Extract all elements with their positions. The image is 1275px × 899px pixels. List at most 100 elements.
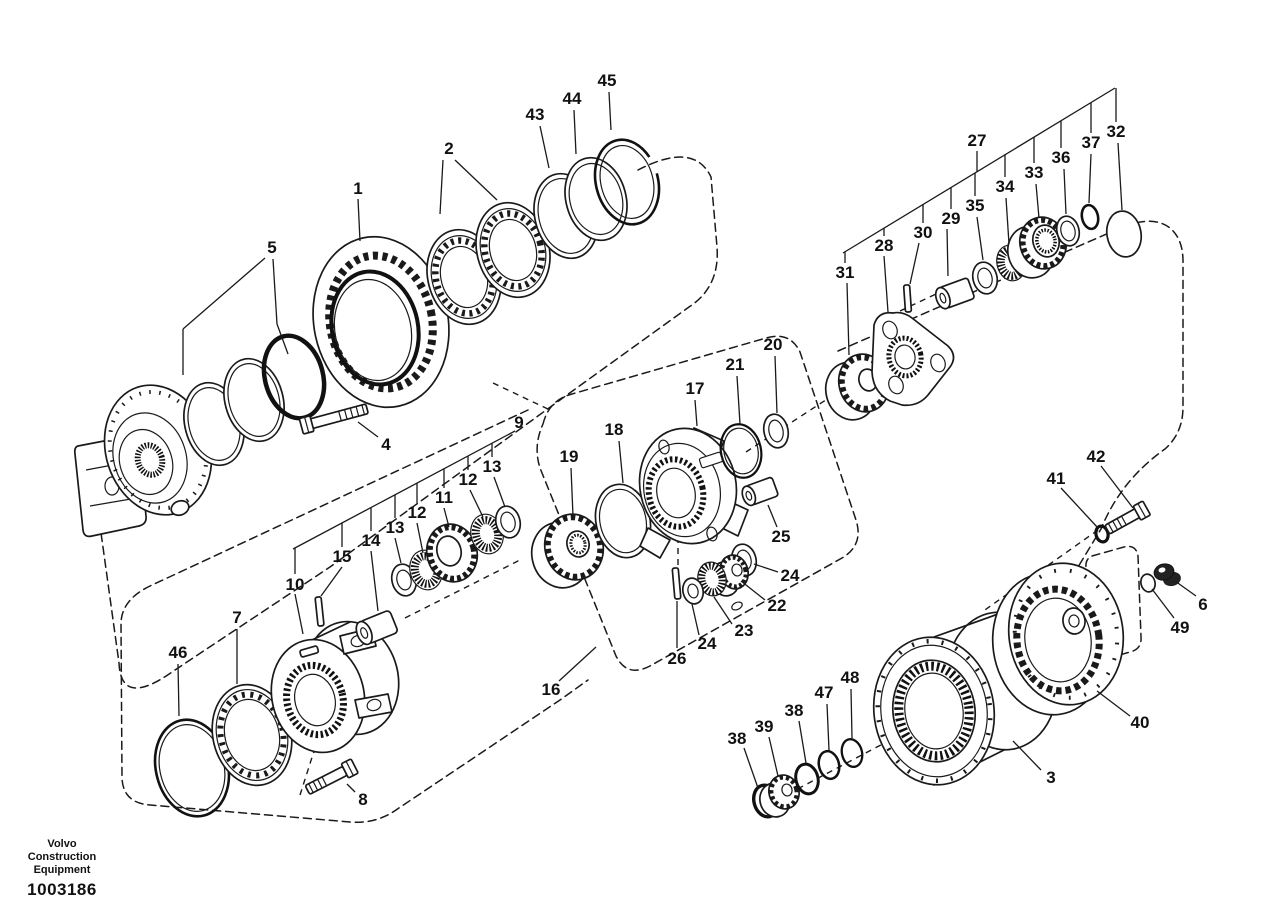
roller-bearing xyxy=(475,201,551,299)
oring-21 xyxy=(719,423,763,479)
sun-gear-19 xyxy=(530,513,605,589)
callout-leader-13 xyxy=(394,537,402,564)
callout-37: 37 xyxy=(1082,133,1101,152)
seal-rings-43-44-45 xyxy=(533,138,661,260)
callout-19: 19 xyxy=(560,447,579,466)
bolt-8 xyxy=(304,758,359,795)
title-block: Volvo Construction Equipment 1003186 xyxy=(12,838,112,899)
callout-31: 31 xyxy=(836,263,855,282)
callout-27: 27 xyxy=(968,131,987,150)
oring-37 xyxy=(1080,203,1100,231)
callout-leader-45 xyxy=(608,91,612,131)
callout-11: 11 xyxy=(435,488,453,507)
callout-18: 18 xyxy=(605,420,624,439)
callout-49: 49 xyxy=(1171,618,1190,637)
retaining-ring-18 xyxy=(594,483,652,559)
callout-leader-31 xyxy=(846,282,850,356)
callout-leader-41 xyxy=(1060,487,1099,529)
callout-36: 36 xyxy=(1052,148,1071,167)
carrier-lobe xyxy=(354,693,393,719)
phantom-outlines xyxy=(99,156,1184,823)
callout-leader-2 xyxy=(439,159,444,215)
oring-48 xyxy=(840,738,864,768)
callout-leader-30 xyxy=(909,242,920,285)
callout-35: 35 xyxy=(966,196,985,215)
callout-leader-28 xyxy=(883,255,889,313)
callout-leader-33 xyxy=(1035,183,1040,219)
callout-38: 38 xyxy=(785,701,804,720)
callout-29: 29 xyxy=(942,209,961,228)
ring-36 xyxy=(1055,215,1081,247)
callout-43: 43 xyxy=(526,105,545,124)
callout-30: 30 xyxy=(914,223,933,242)
callout-12: 12 xyxy=(459,470,478,489)
callout-layer: 1254344454913121112131415107468161918172… xyxy=(169,71,1208,809)
callout-leader-13 xyxy=(493,476,506,508)
callout-leader-24 xyxy=(753,563,779,573)
callout-leader-48 xyxy=(850,688,853,739)
callout-12: 12 xyxy=(408,503,427,522)
callout-leader-46 xyxy=(177,663,180,717)
callout-leader-12 xyxy=(416,522,424,554)
brand-name: Volvo Construction Equipment xyxy=(27,838,97,876)
callout-28: 28 xyxy=(875,236,894,255)
callout-1: 1 xyxy=(353,179,362,198)
callout-17: 17 xyxy=(686,379,705,398)
callout-leader-40 xyxy=(1096,690,1131,717)
callout-leader-32 xyxy=(1117,142,1123,211)
ball-bearing-7 xyxy=(211,683,293,787)
callout-32: 32 xyxy=(1107,122,1126,141)
bushing-14 xyxy=(355,610,398,646)
callout-leader-42 xyxy=(1100,465,1134,509)
callout-leader-14 xyxy=(370,550,379,612)
callout-45: 45 xyxy=(598,71,617,90)
callout-leader-18 xyxy=(618,440,624,484)
callout-8: 8 xyxy=(358,790,367,809)
oring-47 xyxy=(817,749,841,781)
callout-20: 20 xyxy=(764,335,783,354)
callout-leader-17 xyxy=(694,399,698,427)
callout-23: 23 xyxy=(735,621,754,640)
phantom-box-brake-group xyxy=(99,156,718,689)
callout-leader-43 xyxy=(539,125,550,169)
callout-leader-37 xyxy=(1088,153,1092,204)
callout-leader-15 xyxy=(320,566,343,597)
washer-20 xyxy=(762,413,790,449)
callout-leader-2 xyxy=(454,159,498,201)
callout-4: 4 xyxy=(381,435,391,454)
callout-leader-38 xyxy=(743,747,759,789)
callout-47: 47 xyxy=(815,683,834,702)
washer-41 xyxy=(1094,524,1110,544)
bolt-42 xyxy=(1104,500,1151,535)
callout-33: 33 xyxy=(1025,163,1044,182)
bushing-29 xyxy=(934,277,975,310)
callout-48: 48 xyxy=(841,668,860,687)
callout-leader-39 xyxy=(768,736,779,777)
callout-16: 16 xyxy=(542,680,561,699)
callout-leader-38 xyxy=(798,720,807,764)
pin-30 xyxy=(902,284,913,313)
callout-22: 22 xyxy=(768,596,787,615)
ring-gear-1 xyxy=(312,235,450,409)
callout-leader-3 xyxy=(1012,740,1042,771)
callout-leader-49 xyxy=(1151,588,1175,619)
callout-leader-6 xyxy=(1174,580,1197,597)
callout-leader-5 xyxy=(276,323,289,355)
callout-46: 46 xyxy=(169,643,188,662)
callout-21: 21 xyxy=(726,355,745,374)
callout-2: 2 xyxy=(444,139,453,158)
oring-32 xyxy=(1105,210,1143,258)
phantom-box-input-group xyxy=(837,220,1184,568)
pin-15 xyxy=(314,596,325,627)
callout-leader-25 xyxy=(767,504,778,528)
callout-41: 41 xyxy=(1047,469,1066,488)
callout-3: 3 xyxy=(1046,768,1055,787)
phantom-box-planet-carrier-16 xyxy=(536,335,859,671)
motor-flange-28 xyxy=(871,311,955,407)
callout-42: 42 xyxy=(1087,447,1106,466)
bushing-25 xyxy=(741,476,779,507)
callout-26: 26 xyxy=(668,649,687,668)
washer-49 xyxy=(1140,573,1156,593)
callout-6: 6 xyxy=(1198,595,1207,614)
